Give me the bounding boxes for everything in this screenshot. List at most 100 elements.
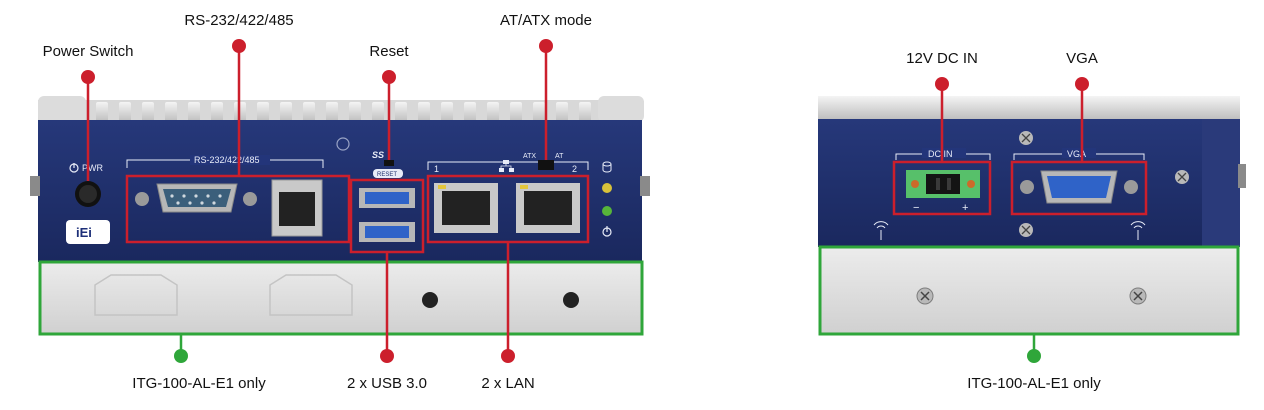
heatsink-fin <box>556 102 568 122</box>
vga-port[interactable] <box>1020 170 1138 204</box>
power-led <box>602 206 612 216</box>
reset-button[interactable] <box>384 160 394 166</box>
serial-port[interactable] <box>135 183 257 213</box>
serial-dot <box>232 39 246 53</box>
hdd-led <box>602 183 612 193</box>
db9-pin <box>170 194 174 198</box>
db9-pin <box>200 201 204 205</box>
usb-port-bottom[interactable] <box>359 222 415 242</box>
power-status-icon <box>602 226 612 237</box>
reset-callout: Reset <box>369 43 409 60</box>
heatsink-fin <box>349 102 361 122</box>
storage-icon <box>602 161 612 173</box>
screw-icon <box>336 137 350 151</box>
svg-text:iEi: iEi <box>76 225 92 240</box>
screw-icon <box>1019 223 1033 237</box>
screw-icon <box>1129 287 1147 305</box>
db9-pin <box>212 201 216 205</box>
db9-pin <box>218 194 222 198</box>
heatsink-fin <box>441 102 453 122</box>
reset-badge <box>373 169 403 178</box>
at-atx-callout: AT/ATX mode <box>500 12 592 29</box>
reset-dot <box>382 70 396 84</box>
rear-right-rail <box>1238 164 1246 188</box>
rear-panel <box>818 119 1202 247</box>
heatsink-fin <box>257 102 269 122</box>
heatsink-fin <box>119 102 131 122</box>
db9-pin <box>182 194 186 198</box>
serial-panel-label: RS-232/422/485 <box>194 155 260 165</box>
heatsink-fin <box>96 102 108 122</box>
heatsink-fin <box>418 102 430 122</box>
screw-icon <box>1175 170 1189 184</box>
front-heatsink <box>38 96 644 122</box>
db9-pin <box>176 201 180 205</box>
heatsink-fin <box>211 102 223 122</box>
lan-port-2[interactable] <box>516 183 580 233</box>
antenna-hole-icon <box>422 292 438 308</box>
power-switch-dot <box>81 70 95 84</box>
lan-callout: 2 x LAN <box>481 375 535 392</box>
rear-variant-outline <box>818 245 1240 336</box>
rear-view: DC IN − + VGA <box>818 96 1246 336</box>
heatsink-fin <box>533 102 545 122</box>
vga-panel-label: VGA <box>1067 149 1086 159</box>
screw-icon <box>916 287 934 305</box>
reset-panel-label: RESET <box>377 172 397 178</box>
heatsink-fin <box>510 102 522 122</box>
at-atx-switch[interactable] <box>538 160 554 170</box>
brand-logo: iEi <box>66 220 110 244</box>
antenna-icon <box>1130 221 1146 240</box>
usb-port-top[interactable] <box>359 188 415 208</box>
heatsink-fin <box>464 102 476 122</box>
front-expansion-bay <box>40 262 642 334</box>
atx-label: ATX <box>523 153 536 160</box>
usb-dot <box>380 349 394 363</box>
vga-dot <box>1075 77 1089 91</box>
front-knockout-left <box>94 274 178 316</box>
heatsink-fin <box>395 102 407 122</box>
db9-pin <box>206 194 210 198</box>
network-icon <box>499 160 514 172</box>
front-left-rail <box>30 176 40 196</box>
usb-callout: 2 x USB 3.0 <box>346 375 428 392</box>
heatsink-fin <box>165 102 177 122</box>
lan-dot <box>501 349 515 363</box>
front-variant-callout: ITG-100-AL-E1 only <box>132 375 266 392</box>
heatsink-fin <box>280 102 292 122</box>
db9-pin <box>188 201 192 205</box>
power-switch[interactable] <box>75 181 101 207</box>
front-variant-outline <box>38 260 644 336</box>
rear-side-plate <box>1202 119 1240 247</box>
heatsink-fin <box>487 102 499 122</box>
pwr-label: PWR <box>82 163 103 173</box>
usb-ss-logo: SS <box>372 150 384 160</box>
front-knockout-right <box>269 274 353 316</box>
heatsink-fin <box>579 102 591 122</box>
heatsink-fin <box>372 102 384 122</box>
power-switch-callout: Power Switch <box>42 43 134 60</box>
front-right-rail <box>640 176 650 196</box>
rj45-port[interactable] <box>271 179 323 237</box>
db9-pin <box>194 194 198 198</box>
rear-expansion-bay <box>820 247 1238 334</box>
dc-minus-label: − <box>913 202 919 214</box>
rear-variant-dot <box>1027 349 1041 363</box>
front-variant-dot <box>174 349 188 363</box>
screw-icon <box>1019 131 1033 145</box>
vga-callout: VGA <box>1066 50 1098 67</box>
lan-port-1[interactable] <box>434 183 498 233</box>
front-view: PWR iEi RS-232/422/485 SS RESET <box>30 96 650 336</box>
lan-1-label: 1 <box>434 164 439 174</box>
dc-in-connector[interactable] <box>906 170 980 198</box>
rear-top-cover <box>818 96 1240 120</box>
heatsink-fin <box>142 102 154 122</box>
heatsink-fin <box>188 102 200 122</box>
serial-callout: RS-232/422/485 <box>184 12 294 29</box>
dc-in-callout: 12V DC IN <box>906 50 978 67</box>
callout-leaders <box>81 39 1089 363</box>
at-label: AT <box>555 153 564 160</box>
dc-in-panel-label: DC IN <box>928 149 953 159</box>
heatsink-fin <box>326 102 338 122</box>
